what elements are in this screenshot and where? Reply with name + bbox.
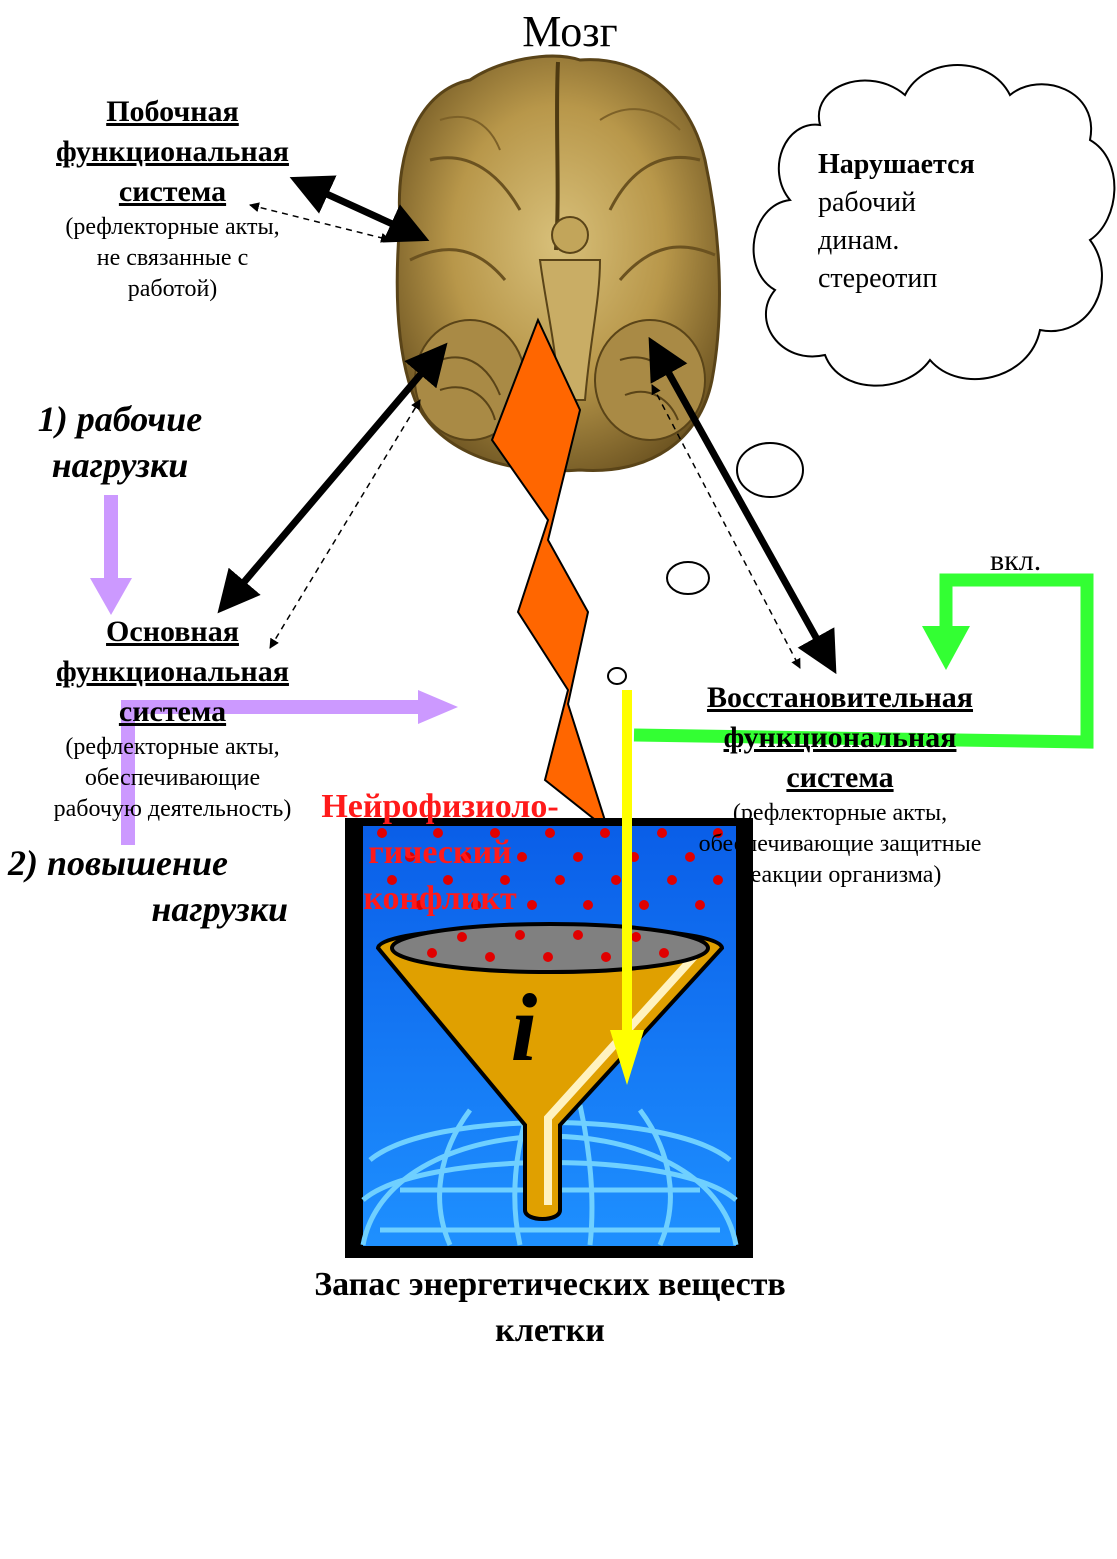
recovery-system-arrow-solid — [652, 343, 833, 668]
main-system-header-3: система — [0, 692, 345, 732]
conflict-line-2: гический — [270, 830, 610, 876]
main-system-header-2: функциональная — [0, 652, 345, 692]
main-system-arrow-solid — [222, 348, 443, 608]
recovery-system-note-3: реакции организма) — [660, 860, 1020, 891]
recovery-system-arrow-dashed — [652, 385, 800, 668]
thought-cloud-line-3: стереотип — [818, 260, 1048, 298]
energy-store-line-1: Запас энергетических веществ — [200, 1262, 900, 1308]
side-system-header-2: функциональная — [0, 132, 345, 172]
recovery-system-header-1: Восстановительная — [660, 678, 1020, 718]
side-system-header-1: Побочная — [0, 92, 345, 132]
conflict-line-1: Нейрофизиоло- — [270, 784, 610, 830]
recovery-system-header-2: функциональная — [660, 718, 1020, 758]
brain-title: Мозг — [480, 6, 660, 57]
side-system-note-2: не связанные с — [0, 243, 345, 274]
work-loads-line-2: нагрузки — [20, 442, 220, 488]
energy-store-label: Запас энергетических веществ клетки — [200, 1262, 900, 1354]
thought-cloud-text: Нарушается рабочий динам. стереотип — [818, 146, 1048, 298]
load-increase-line-1: 2) повышение — [8, 840, 288, 886]
recovery-system-note-1: (рефлекторные акты, — [660, 798, 1020, 829]
work-loads-line-1: 1) рабочие — [20, 396, 220, 442]
side-system-note-3: работой) — [0, 274, 345, 305]
funnel-info-icon: i — [511, 974, 538, 1081]
main-system-header-1: Основная — [0, 612, 345, 652]
side-system-note-1: (рефлекторные акты, — [0, 212, 345, 243]
work-loads-label: 1) рабочие нагрузки — [20, 396, 220, 488]
load-increase-line-2: нагрузки — [8, 886, 288, 932]
thought-cloud-line-1: рабочий — [818, 184, 1048, 222]
load-increase-label: 2) повышение нагрузки — [8, 840, 288, 932]
thought-cloud-line-2: динам. — [818, 222, 1048, 260]
conflict-label: Нейрофизиоло- гический конфликт — [270, 784, 610, 922]
switch-on-label: вкл. — [990, 544, 1041, 578]
recovery-system-label: Восстановительная функциональная система… — [660, 678, 1020, 891]
thought-cloud-bold-line: Нарушается — [818, 146, 1048, 184]
conflict-line-3: конфликт — [270, 876, 610, 922]
recovery-system-header-3: система — [660, 758, 1020, 798]
energy-store-line-2: клетки — [200, 1308, 900, 1354]
main-system-note-1: (рефлекторные акты, — [0, 732, 345, 763]
recovery-system-note-2: обеспечивающие защитные — [660, 829, 1020, 860]
work-load-arrow — [90, 495, 132, 615]
side-system-label: Побочная функциональная система (рефлект… — [0, 92, 345, 305]
side-system-header-3: система — [0, 172, 345, 212]
